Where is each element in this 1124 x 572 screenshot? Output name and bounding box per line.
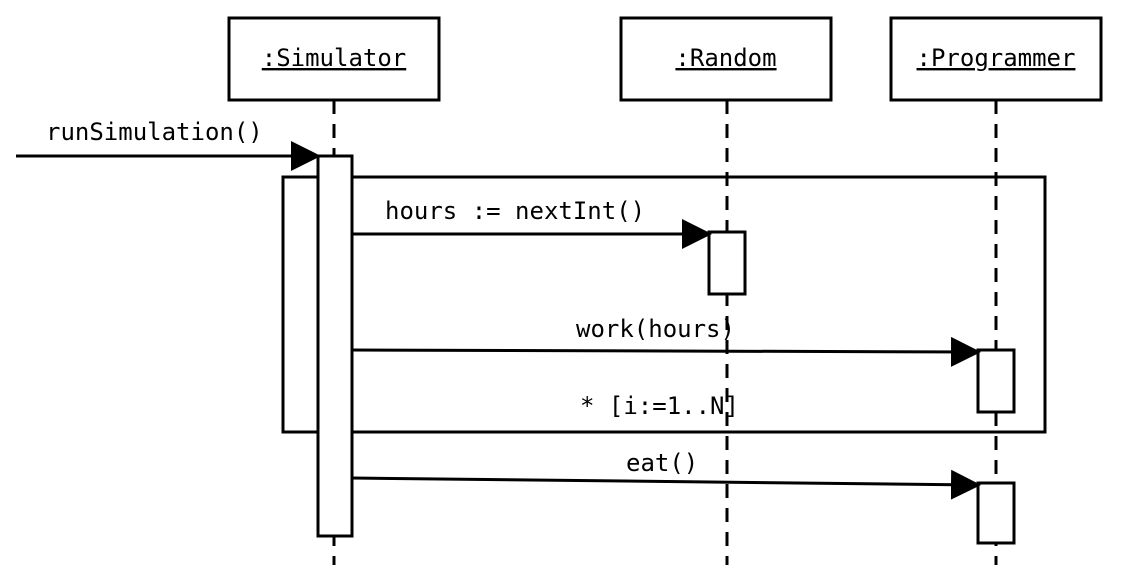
message-next-int-label: hours := nextInt() [385, 197, 645, 225]
message-run-simulation-label: runSimulation() [46, 118, 263, 146]
message-next-int: hours := nextInt() [352, 197, 712, 249]
object-programmer: :Programmer [889, 16, 1103, 102]
activation-random [707, 230, 747, 296]
activation-simulator [316, 154, 354, 538]
message-run-simulation: runSimulation() [16, 118, 321, 171]
activation-programmer-work [976, 348, 1016, 414]
message-work-label: work(hours) [576, 315, 735, 343]
object-programmer-label: :Programmer [917, 44, 1076, 72]
object-random-label: :Random [675, 44, 776, 72]
activation-programmer-eat [976, 481, 1016, 545]
object-simulator-label: :Simulator [262, 44, 407, 72]
message-eat: eat() [351, 449, 981, 500]
object-random: :Random [619, 16, 833, 102]
loop-guard-label: * [i:=1..N] [580, 392, 739, 420]
message-eat-label: eat() [626, 449, 698, 477]
loop-fragment [281, 175, 1047, 434]
object-simulator: :Simulator [227, 16, 441, 102]
message-work: work(hours) [351, 315, 981, 367]
